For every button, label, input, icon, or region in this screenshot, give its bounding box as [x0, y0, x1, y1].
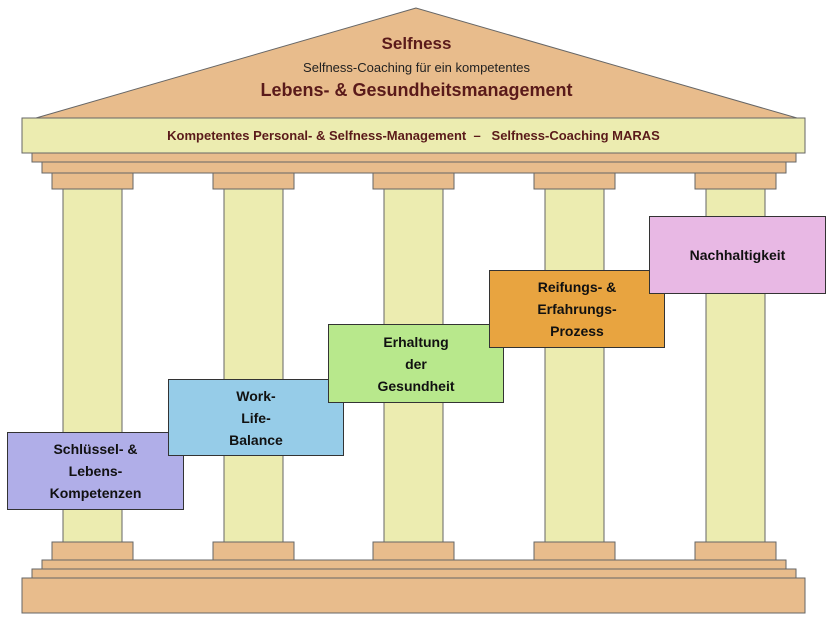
step-label: Schlüssel- & Lebens- Kompetenzen [49, 441, 142, 501]
cornice-band-1 [31, 152, 797, 163]
temple-architrave [21, 117, 806, 154]
step-work-life-balance: Work- Life- Balance [168, 379, 344, 456]
column-4 [544, 188, 605, 543]
step-label: Reifungs- & Erfahrungs- Prozess [537, 279, 617, 339]
column-base-1 [51, 541, 134, 561]
step-label: Nachhaltigkeit [689, 247, 786, 263]
capital-5 [694, 172, 777, 190]
capital-3 [372, 172, 455, 190]
stylobate-step-2 [31, 568, 797, 579]
column-base-2 [212, 541, 295, 561]
stylobate-step-3 [21, 577, 806, 614]
step-key-life-competences: Schlüssel- & Lebens- Kompetenzen [7, 432, 184, 510]
step-label: Erhaltung der Gesundheit [377, 333, 455, 394]
column-base-3 [372, 541, 455, 561]
stylobate-step-1 [41, 559, 787, 570]
roof-heading: Lebens- & Gesundheitsmanagement [260, 80, 573, 100]
capital-2 [212, 172, 295, 190]
step-health-maintenance: Erhaltung der Gesundheit [328, 324, 504, 403]
architrave-text: Kompetentes Personal- & Selfness-Managem… [167, 128, 660, 143]
capital-1 [51, 172, 134, 190]
column-base-4 [533, 541, 616, 561]
cornice-band-2 [41, 161, 787, 174]
step-maturing-experience-process: Reifungs- & Erfahrungs- Prozess [489, 270, 665, 348]
step-sustainability: Nachhaltigkeit [649, 216, 826, 294]
column-2 [223, 188, 284, 543]
column-base-5 [694, 541, 777, 561]
roof-title: Selfness [381, 34, 452, 53]
roof-subtitle: Selfness-Coaching für ein kompetentes [303, 60, 530, 75]
capital-4 [533, 172, 616, 190]
step-label: Work- Life- Balance [229, 387, 283, 448]
